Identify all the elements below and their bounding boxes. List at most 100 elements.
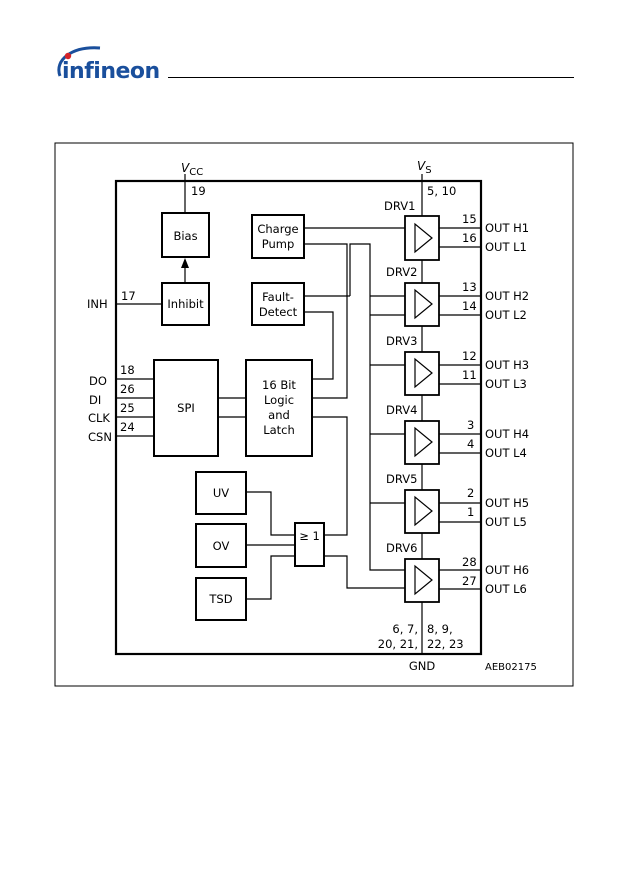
di-label: DI (89, 393, 101, 407)
fault-detect-label-1: Fault- (262, 290, 294, 304)
drv5-out-l-label: OUT L5 (485, 515, 527, 529)
gnd-pins-1-left: 6, 7, (392, 622, 418, 636)
tsd-label: TSD (208, 592, 232, 606)
drv3-group: DRV3 (386, 334, 440, 396)
spi-label: SPI (177, 401, 195, 415)
infineon-logo: infineon (57, 46, 160, 84)
drv1-group: DRV1 (384, 199, 440, 261)
tsd-to-or-line (246, 555, 295, 600)
drv3-pin-l: 11 (462, 368, 477, 382)
drv3-label: DRV3 (386, 334, 417, 348)
inh-pin: 17 (121, 289, 136, 303)
logic-label-4: Latch (263, 423, 295, 437)
inhibit-block (161, 282, 210, 326)
drv6-pin-l: 27 (462, 574, 477, 588)
csn-label: CSN (88, 430, 112, 444)
figure-frame (54, 142, 574, 687)
inh-label: INH (87, 297, 108, 311)
drv6-block (404, 558, 440, 603)
logic-label-3: and (268, 408, 290, 422)
drv4-pin-h: 3 (467, 418, 474, 432)
logic-label-1: 16 Bit (262, 378, 296, 392)
drv6-out-h-label: OUT H6 (485, 563, 529, 577)
logic-to-or-line (312, 416, 348, 536)
drv2-block (404, 282, 440, 327)
drv1-block (404, 215, 440, 261)
drv4-label: DRV4 (386, 403, 417, 417)
drv4-out-l-label: OUT L4 (485, 446, 527, 460)
clk-pin: 25 (120, 401, 135, 415)
drv6-group: DRV6 (386, 541, 440, 603)
drv1-label: DRV1 (384, 199, 415, 213)
logo-text: infineon (62, 59, 160, 84)
drv6-out-l-label: OUT L6 (485, 582, 527, 596)
drv2-group: DRV2 (386, 265, 440, 327)
drv2-out-h-label: OUT H2 (485, 289, 529, 303)
gnd-pins-1-right: 8, 9, (427, 622, 453, 636)
drv5-pin-l: 1 (467, 505, 474, 519)
uv-to-or-line (246, 491, 295, 536)
fault-detect-block (251, 282, 305, 326)
drv2-pin-l: 14 (462, 299, 477, 313)
bias-block (161, 212, 210, 258)
do-label: DO (89, 374, 107, 388)
header-rule (168, 77, 574, 78)
figure-code: AEB02175 (485, 662, 537, 673)
drv2-pin-h: 13 (462, 280, 477, 294)
vcc-pin: 19 (191, 184, 206, 198)
uv-label: UV (213, 486, 229, 500)
gnd-label: GND (409, 659, 436, 673)
drv3-out-h-label: OUT H3 (485, 358, 529, 372)
ov-label: OV (213, 539, 230, 553)
uv-block (195, 471, 247, 515)
drv1-pin-h: 15 (462, 212, 477, 226)
drv6-pin-h: 28 (462, 555, 477, 569)
drv5-block (404, 489, 440, 534)
gnd-pins-2-right: 22, 23 (427, 637, 464, 651)
drv6-amp-icon (414, 564, 433, 596)
drv5-label: DRV5 (386, 472, 417, 486)
csn-pin: 24 (120, 420, 135, 434)
vs-symbol: VS (417, 159, 432, 176)
vcc-symbol: VCC (181, 161, 203, 178)
drv1-amp-icon (414, 222, 433, 254)
drv2-out-l-label: OUT L2 (485, 308, 527, 322)
vs-pins: 5, 10 (427, 184, 456, 198)
drv4-out-h-label: OUT H4 (485, 427, 529, 441)
drv5-pin-h: 2 (467, 486, 474, 500)
drv6-label: DRV6 (386, 541, 417, 555)
arrow-up-icon (181, 258, 189, 268)
drv5-group: DRV5 (386, 472, 440, 534)
spi-block (153, 359, 219, 457)
drv1-pin-l: 16 (462, 231, 477, 245)
do-pin: 18 (120, 363, 135, 377)
inhibit-label: Inhibit (167, 297, 204, 311)
tsd-block (195, 577, 247, 621)
drv4-block (404, 420, 440, 465)
drv5-out-h-label: OUT H5 (485, 496, 529, 510)
drv3-pin-h: 12 (462, 349, 477, 363)
drv2-label: DRV2 (386, 265, 417, 279)
di-pin: 26 (120, 382, 135, 396)
drv2-amp-icon (414, 288, 433, 320)
charge-pump-label-2: Pump (262, 237, 295, 251)
drv3-out-l-label: OUT L3 (485, 377, 527, 391)
driver-input-bus (349, 243, 405, 571)
drv1-out-h-label: OUT H1 (485, 221, 529, 235)
logic-latch-block (245, 359, 313, 457)
drv4-amp-icon (414, 426, 433, 458)
drv3-block (404, 351, 440, 396)
drv3-amp-icon (414, 357, 433, 389)
clk-label: CLK (88, 411, 110, 425)
or-gate-label: ≥ 1 (299, 529, 320, 543)
or-to-drv6-line (324, 555, 405, 589)
drv4-group: DRV4 (386, 403, 440, 465)
drv1-out-l-label: OUT L1 (485, 240, 527, 254)
fault-detect-bus-line (304, 311, 334, 380)
charge-pump-block (251, 214, 305, 259)
charge-pump-label-1: Charge (257, 222, 298, 236)
charge-pump-bus-line (304, 243, 348, 399)
fault-detect-label-2: Detect (259, 305, 298, 319)
drv5-amp-icon (414, 495, 433, 527)
